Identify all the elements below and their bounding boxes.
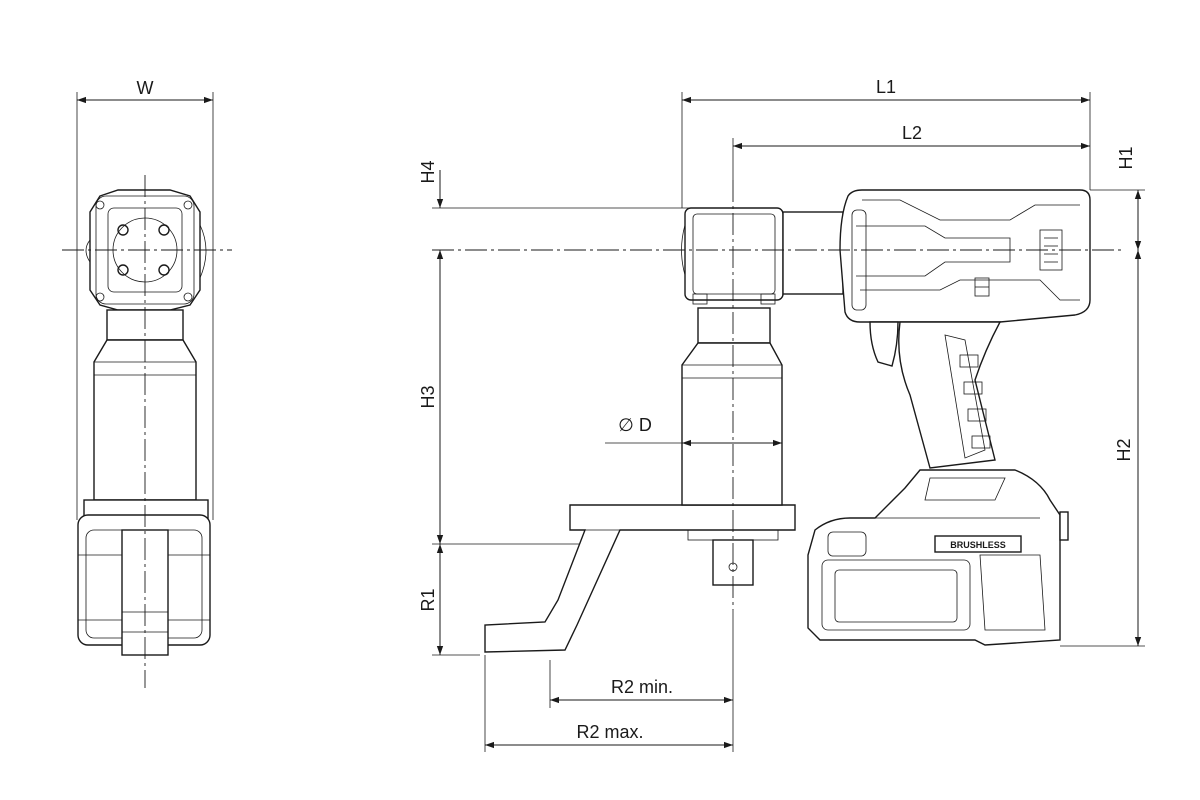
handle [898, 321, 1002, 469]
front-view: W [62, 78, 232, 688]
trigger [869, 321, 899, 367]
side-view: BRUSHLESS [432, 180, 1125, 653]
h3-label: H3 [418, 385, 438, 408]
connection-tube [782, 211, 844, 295]
h4-label: H4 [418, 160, 438, 183]
h2-label: H2 [1114, 438, 1134, 461]
side-dimensions: L1 L2 H1 H2 H4 H3 R1 ∅ D R2 min. [418, 77, 1145, 752]
output-barrel [681, 342, 783, 506]
diameter-label: ∅ D [618, 415, 652, 435]
output-neck [697, 307, 771, 344]
r1-label: R1 [418, 588, 438, 611]
r2-max-label: R2 max. [576, 722, 643, 742]
l2-label: L2 [902, 123, 922, 143]
w-label: W [137, 78, 154, 98]
l1-label: L1 [876, 77, 896, 97]
gearbox-head [684, 207, 784, 301]
r2-min-label: R2 min. [611, 677, 673, 697]
battery-pack [807, 469, 1061, 646]
motor-housing [839, 189, 1091, 323]
h1-label: H1 [1116, 146, 1136, 169]
brushless-text: BRUSHLESS [950, 540, 1006, 550]
brushless-badge [934, 535, 1022, 553]
battery-release [1059, 511, 1069, 541]
